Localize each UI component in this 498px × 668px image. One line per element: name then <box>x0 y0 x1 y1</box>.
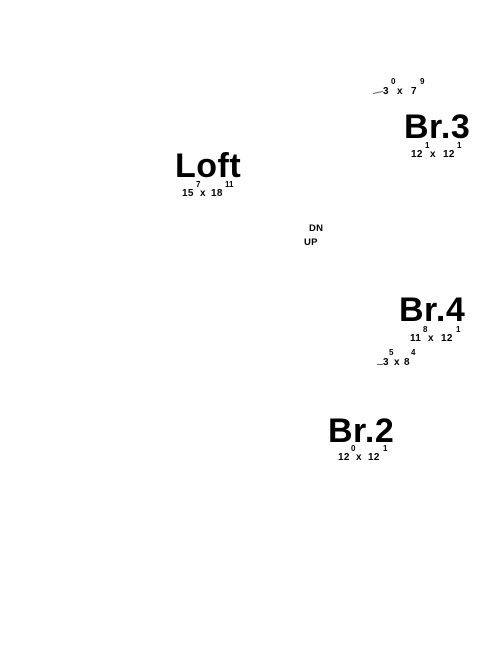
br4-dim-a: 11 <box>410 333 422 344</box>
loft-dim-a: 15 <box>182 188 194 199</box>
closet-upper-leader-line <box>372 90 383 94</box>
room-name-br3: Br.3 <box>404 108 471 146</box>
br2-dim-b-inches: 1 <box>383 444 388 453</box>
br2-dim-a: 12 <box>338 452 350 463</box>
loft-times: x <box>200 188 206 199</box>
br4-dim-b-inches: 1 <box>456 325 461 334</box>
br4-dim-b: 12 <box>441 333 453 344</box>
loft-dim-b: 18 <box>211 188 223 199</box>
loft-dim-b-inches: 11 <box>225 180 234 189</box>
loft-dim-a-inches: 7 <box>196 180 201 189</box>
closet-lower-dim-a: 3 <box>383 357 389 368</box>
br2-times: x <box>356 452 362 463</box>
br2-dim-a-inches: 0 <box>351 444 356 453</box>
room-name-br4: Br.4 <box>399 291 466 329</box>
closet-upper-dim-b-inches: 9 <box>420 77 425 86</box>
closet-upper-dim-b: 7 <box>411 86 417 97</box>
closet-lower-dim-b: 8 <box>404 357 410 368</box>
room-name-br2: Br.2 <box>328 412 395 450</box>
closet-lower-dim-b-inches: 4 <box>411 348 416 357</box>
br3-dim-b: 12 <box>443 149 455 160</box>
closet-lower-times: x <box>394 357 400 368</box>
br4-dim-a-inches: 8 <box>423 325 428 334</box>
br2-dim-b: 12 <box>368 452 380 463</box>
br3-dim-b-inches: 1 <box>457 141 462 150</box>
closet-upper-dim-a-inches: 0 <box>391 77 396 86</box>
room-name-loft: Loft <box>175 147 242 185</box>
br3-dim-a-inches: 1 <box>425 141 430 150</box>
closet-upper-dim-a: 3 <box>383 86 389 97</box>
br4-times: x <box>428 333 434 344</box>
closet-lower-dim-a-inches: 5 <box>389 348 394 357</box>
stairs-down-label: DN <box>309 223 324 234</box>
br3-times: x <box>430 149 436 160</box>
closet-upper-times: x <box>397 86 403 97</box>
closet-lower-leader-line <box>377 364 383 365</box>
br3-dim-a: 12 <box>411 149 423 160</box>
stairs-up-label: UP <box>304 237 318 248</box>
